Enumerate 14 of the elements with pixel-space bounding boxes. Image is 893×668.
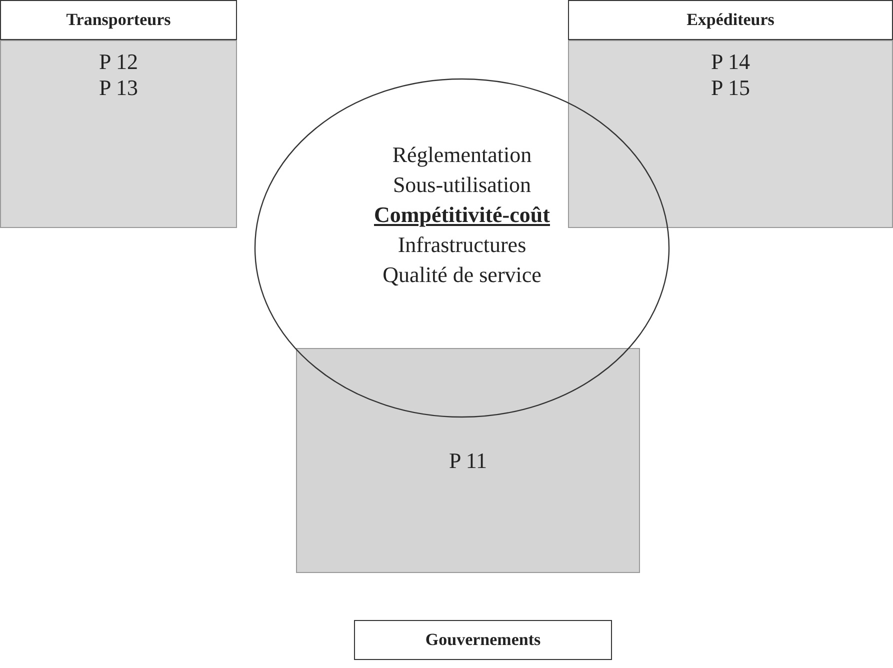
issue-text: Qualité de service	[382, 261, 542, 289]
issue-text: Réglementation	[392, 141, 532, 169]
key-issue-text: Compétitivité-coût	[374, 201, 550, 229]
group-box	[568, 0, 893, 228]
group-title: Transporteurs	[66, 10, 171, 30]
group-box	[0, 0, 237, 228]
item-list: P 12 P 13	[94, 49, 142, 101]
shaded-box	[296, 348, 640, 573]
item-list: P 14 P 15	[706, 49, 754, 101]
group-title: Expéditeurs	[686, 10, 774, 30]
issue-text: Infrastructures	[398, 231, 526, 259]
issue-text: Sous-utilisation	[392, 171, 532, 199]
group-title: Gouvernements	[425, 630, 541, 650]
box-label: P 11	[448, 448, 488, 474]
